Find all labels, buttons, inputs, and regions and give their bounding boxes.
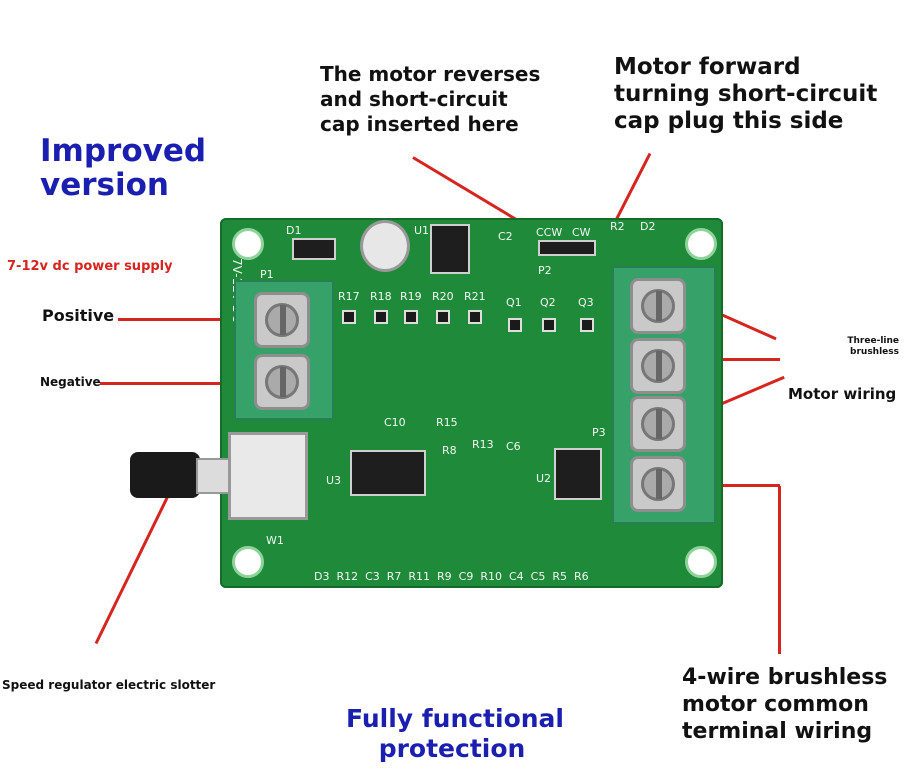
- mount-hole: [232, 546, 264, 578]
- silk-r2: R2: [610, 220, 625, 233]
- silk-r19: R19: [400, 290, 422, 303]
- silk-p3: P3: [592, 426, 606, 439]
- silk-r17: R17: [338, 290, 360, 303]
- power-supply-label: 7-12v dc power supply: [7, 259, 173, 274]
- silk-u2: U2: [536, 472, 552, 485]
- motor-terminal: [612, 266, 716, 524]
- pointer-four-wire-v: [778, 486, 781, 654]
- silk-u3: U3: [326, 474, 342, 487]
- pointer-speed: [94, 494, 170, 645]
- silk-p2: P2: [538, 264, 552, 277]
- silk-r15: R15: [436, 416, 458, 429]
- chip-u2: [554, 448, 602, 500]
- four-wire-callout: 4-wire brushless motor common terminal w…: [682, 665, 888, 744]
- pointer-four-wire-h: [692, 484, 780, 487]
- silk-u1: U1: [414, 224, 430, 237]
- protection-heading: Fully functional protection: [346, 704, 564, 763]
- silk-c2: C2: [498, 230, 513, 243]
- mount-hole: [685, 546, 717, 578]
- mount-hole: [232, 228, 264, 260]
- potentiometer-body: [228, 432, 308, 520]
- screw-u[interactable]: [630, 278, 686, 334]
- transistor-q1: [508, 318, 522, 332]
- resistor-pad: [468, 310, 482, 324]
- silk-d1: D1: [286, 224, 302, 237]
- screw-w[interactable]: [630, 396, 686, 452]
- improved-version-heading: Improved version: [40, 133, 207, 203]
- silk-d2: D2: [640, 220, 656, 233]
- positive-label: Positive: [42, 306, 115, 325]
- silk-cw: CW: [572, 226, 591, 239]
- silk-c6: C6: [506, 440, 521, 453]
- silk-p1: P1: [260, 268, 274, 281]
- three-line-label: Three-line brushless: [847, 336, 899, 357]
- bottom-silk-row: D3 R12 C3 R7 R11 R9 C9 R10 C4 C5 R5 R6: [314, 570, 589, 583]
- speed-knob[interactable]: [130, 452, 200, 498]
- screw-v[interactable]: [630, 338, 686, 394]
- resistor-pad: [374, 310, 388, 324]
- transistor-q3: [580, 318, 594, 332]
- transistor-q2: [542, 318, 556, 332]
- pointer-negative: [100, 382, 270, 385]
- resistor-pad: [404, 310, 418, 324]
- motor-wiring-label: Motor wiring: [788, 385, 897, 403]
- knob-shaft: [196, 458, 230, 494]
- silk-q3: Q3: [578, 296, 594, 309]
- driver-board: 7V-12V DC D1 U1 C2 CCW CW P2 R2 D2 P1 R1…: [220, 218, 723, 588]
- silk-r8: R8: [442, 444, 457, 457]
- reverse-callout: The motor reverses and short-circuit cap…: [320, 62, 541, 136]
- diode-d1: [292, 238, 336, 260]
- silk-q1: Q1: [506, 296, 522, 309]
- screw-positive[interactable]: [254, 292, 310, 348]
- capacitor: [360, 220, 410, 272]
- silk-r13: R13: [472, 438, 494, 451]
- chip-u3: [350, 450, 426, 496]
- silk-c10: C10: [384, 416, 406, 429]
- resistor-pad: [342, 310, 356, 324]
- pointer-three-line-2: [692, 358, 780, 361]
- negative-label: Negative: [40, 375, 101, 389]
- pointer-positive: [118, 318, 270, 321]
- screw-common[interactable]: [630, 456, 686, 512]
- silk-ccw: CCW: [536, 226, 563, 239]
- forward-callout: Motor forward turning short-circuit cap …: [614, 54, 878, 134]
- silk-w1: W1: [266, 534, 284, 547]
- speed-regulator-label: Speed regulator electric slotter: [2, 678, 216, 692]
- silk-r20: R20: [432, 290, 454, 303]
- power-terminal: [234, 280, 334, 420]
- mount-hole: [685, 228, 717, 260]
- direction-jumper[interactable]: [538, 240, 596, 256]
- screw-negative[interactable]: [254, 354, 310, 410]
- silk-q2: Q2: [540, 296, 556, 309]
- resistor-pad: [436, 310, 450, 324]
- silk-r18: R18: [370, 290, 392, 303]
- regulator-u1: [430, 224, 470, 274]
- silk-r21: R21: [464, 290, 486, 303]
